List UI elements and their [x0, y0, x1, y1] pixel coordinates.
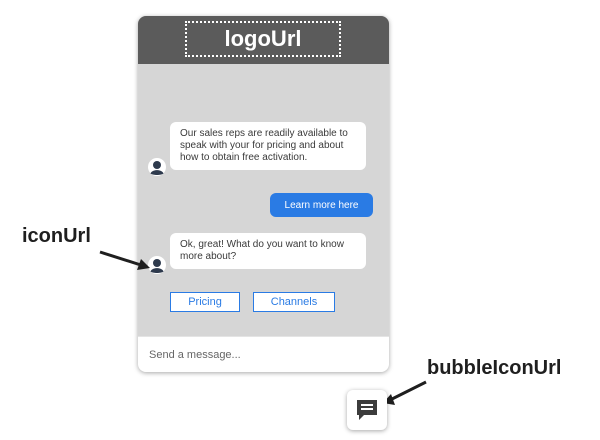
- bot-avatar-icon: [148, 158, 166, 176]
- chat-header: logoUrl: [138, 16, 389, 64]
- bot-message: Ok, great! What do you want to know more…: [170, 233, 366, 269]
- chat-launcher-button[interactable]: [347, 390, 387, 430]
- annotation-icon-url: iconUrl: [22, 225, 91, 247]
- choice-button-channels[interactable]: Channels: [253, 292, 335, 312]
- message-input[interactable]: [147, 337, 381, 372]
- chat-widget: logoUrl Our sales reps are readily avail…: [138, 16, 389, 372]
- conversation-area: Our sales reps are readily available to …: [138, 64, 389, 336]
- bot-message: Our sales reps are readily available to …: [170, 122, 366, 170]
- bot-avatar-icon: [148, 256, 166, 274]
- message-composer: [138, 336, 389, 372]
- annotation-bubble-icon-url: bubbleIconUrl: [427, 357, 562, 379]
- logo-placeholder: logoUrl: [185, 21, 341, 57]
- user-message: Learn more here: [270, 193, 373, 217]
- arrow-line: [389, 380, 427, 402]
- chat-bubble-icon: [357, 400, 377, 420]
- choice-button-pricing[interactable]: Pricing: [170, 292, 240, 312]
